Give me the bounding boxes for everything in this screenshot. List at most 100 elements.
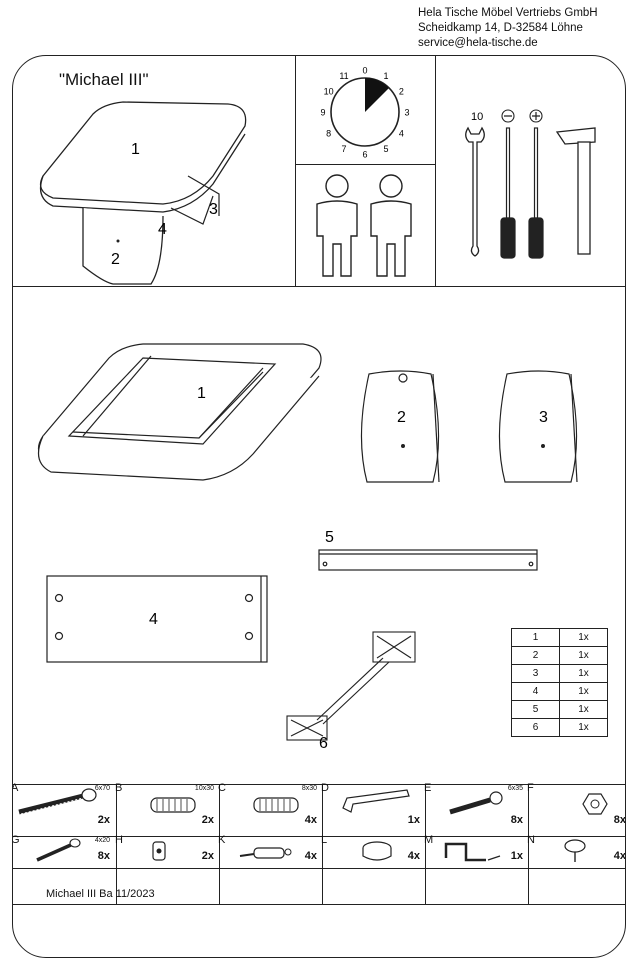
cam-lock-icon bbox=[362, 841, 392, 861]
part-3-leg-panel bbox=[498, 370, 578, 483]
overview-label-3: 3 bbox=[209, 201, 218, 218]
hardware-letter: N bbox=[527, 834, 535, 846]
phillips-screwdriver-icon bbox=[528, 127, 544, 259]
parts-illustration: 1 2 3 5 4 bbox=[37, 343, 578, 752]
part-qty-cell: 1x bbox=[559, 664, 608, 683]
clock-number: 3 bbox=[404, 108, 409, 118]
parts-label-2: 2 bbox=[397, 409, 406, 426]
empty-cell bbox=[219, 868, 220, 904]
hardware-item-b: B 10x30 2x bbox=[115, 782, 220, 836]
product-title: "Michael III" bbox=[59, 70, 149, 89]
hardware-item-l: L 4x bbox=[321, 834, 426, 868]
company-address: Scheidkamp 14, D-32584 Löhne bbox=[418, 22, 583, 34]
glide-icon bbox=[564, 839, 586, 862]
clock-number: 6 bbox=[362, 150, 367, 160]
hardware-size: 10x30 bbox=[194, 785, 214, 792]
clock-number: 7 bbox=[341, 144, 346, 154]
divider bbox=[295, 56, 296, 286]
connector-bolt-icon bbox=[239, 847, 292, 859]
hardware-letter: K bbox=[218, 834, 226, 846]
part-qty-cell: 1x bbox=[559, 646, 608, 665]
part-number-cell: 5 bbox=[511, 700, 560, 719]
hardware-qty: 8x bbox=[613, 814, 626, 826]
hardware-qty: 8x bbox=[510, 814, 523, 826]
two-persons-icon bbox=[316, 174, 412, 277]
parts-label-4: 4 bbox=[149, 611, 158, 628]
hardware-letter: D bbox=[321, 782, 329, 794]
wood-screw-icon bbox=[36, 838, 81, 862]
hardware-letter: H bbox=[115, 834, 123, 846]
divider bbox=[13, 286, 625, 287]
part-2-leg-panel bbox=[360, 370, 440, 483]
hardware-size: 4x20 bbox=[94, 837, 110, 844]
wrench-size-label: 10 bbox=[471, 111, 483, 123]
part-4-crossbeam bbox=[46, 575, 268, 663]
clock-number: 4 bbox=[399, 129, 404, 139]
part-number-cell: 2 bbox=[511, 646, 560, 665]
bolt-icon bbox=[449, 791, 503, 815]
flat-screwdriver-icon bbox=[500, 127, 516, 259]
overview-label-2: 2 bbox=[111, 251, 120, 268]
hardware-size: 6x70 bbox=[94, 785, 110, 792]
parts-label-3: 3 bbox=[539, 409, 548, 426]
divider bbox=[13, 904, 625, 905]
hardware-letter: A bbox=[13, 782, 18, 794]
hammer-icon bbox=[555, 127, 596, 255]
clock-number: 2 bbox=[399, 87, 404, 97]
part-number-cell: 6 bbox=[511, 718, 560, 737]
hardware-item-d: D 1x bbox=[321, 782, 426, 836]
divider bbox=[435, 56, 436, 286]
part-qty-cell: 1x bbox=[559, 718, 608, 737]
nut-icon bbox=[582, 793, 608, 815]
hardware-letter: C bbox=[218, 782, 226, 794]
hardware-item-a: A6x702x bbox=[13, 782, 116, 836]
part-number-cell: 4 bbox=[511, 682, 560, 701]
hardware-qty: 8x bbox=[97, 850, 110, 862]
clock-number: 10 bbox=[324, 87, 334, 97]
clock-number: 9 bbox=[320, 108, 325, 118]
parts-label-5: 5 bbox=[325, 529, 334, 546]
parts-label-1: 1 bbox=[197, 385, 206, 402]
dowel-icon bbox=[253, 797, 299, 813]
parts-label-6: 6 bbox=[319, 735, 328, 752]
wrench-icon bbox=[465, 126, 485, 257]
hardware-qty: 4x bbox=[407, 850, 420, 862]
clock-number: 11 bbox=[339, 71, 348, 81]
hardware-letter: E bbox=[424, 782, 432, 794]
hardware-item-g: G4x208x bbox=[13, 834, 116, 868]
hardware-letter: L bbox=[321, 834, 328, 846]
hardware-qty: 1x bbox=[407, 814, 420, 826]
hardware-qty: 1x bbox=[510, 850, 523, 862]
barrel-nut-icon bbox=[152, 841, 166, 861]
company-email: service@hela-tische.de bbox=[418, 37, 538, 49]
part-6-mechanism bbox=[286, 631, 416, 741]
hardware-qty: 2x bbox=[201, 814, 214, 826]
part-number-cell: 1 bbox=[511, 628, 560, 647]
empty-cell bbox=[116, 868, 117, 904]
clock-number: 1 bbox=[383, 71, 388, 81]
overview-label-1: 1 bbox=[131, 141, 140, 158]
part-qty-cell: 1x bbox=[559, 700, 608, 719]
hardware-letter: B bbox=[115, 782, 123, 794]
part-number-cell: 3 bbox=[511, 664, 560, 683]
hardware-qty: 2x bbox=[201, 850, 214, 862]
tools-illustration: 10 bbox=[465, 109, 596, 259]
company-name: Hela Tische Möbel Vertriebs GmbH bbox=[418, 7, 598, 19]
allen-key-icon bbox=[342, 789, 410, 813]
divider bbox=[13, 868, 625, 869]
divider bbox=[295, 164, 435, 165]
part-qty-cell: 1x bbox=[559, 628, 608, 647]
assembled-table-illustration: 1 2 3 4 bbox=[39, 101, 247, 285]
divider bbox=[13, 784, 625, 785]
overview-label-4: 4 bbox=[158, 221, 167, 238]
